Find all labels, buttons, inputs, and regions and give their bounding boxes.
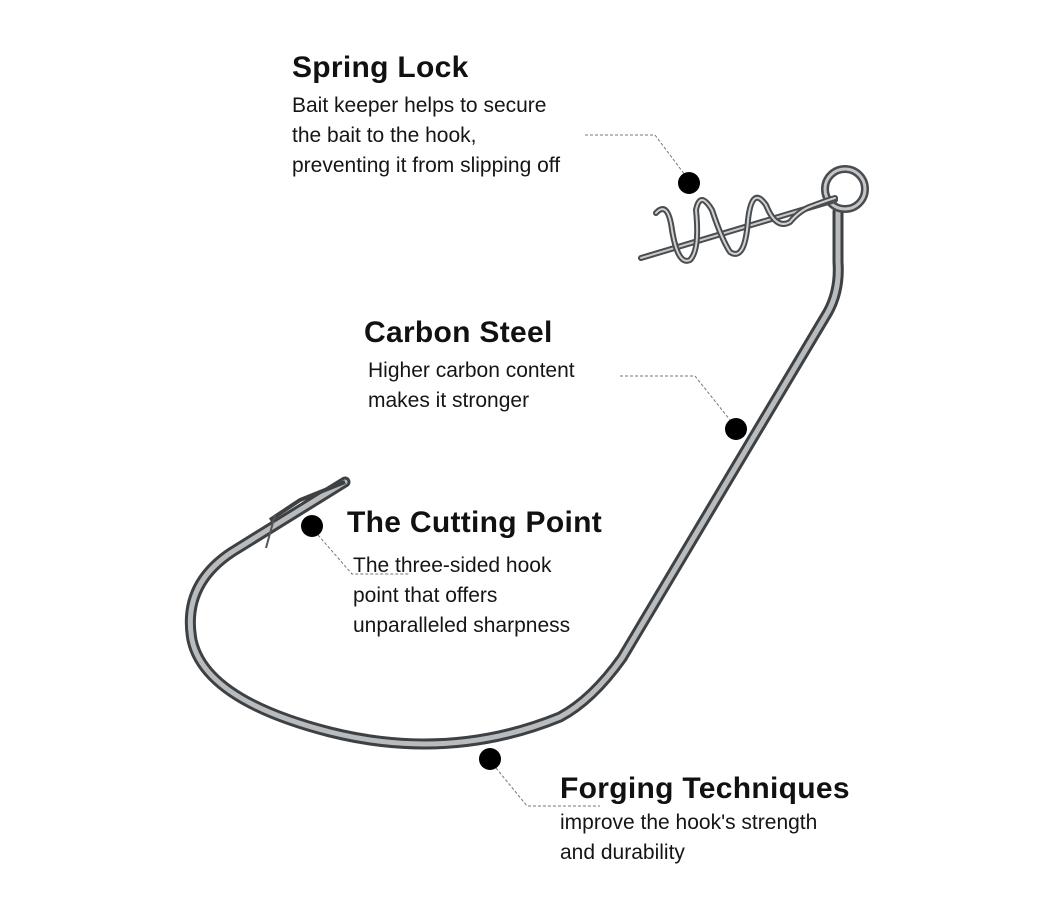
callout-forging-techniques: Forging Techniques improve the hook's st… [560,772,850,868]
callout-carbon-steel: Carbon Steel Higher carbon content makes… [364,316,575,416]
callout-title: The Cutting Point [347,506,603,539]
hook-body [184,165,869,750]
callout-spring-lock: Spring Lock Bait keeper helps to secure … [292,51,560,181]
description-line: Bait keeper helps to secure [292,94,547,117]
callout-description: improve the hook's strength and durabili… [560,808,850,868]
markers [301,172,747,770]
description-line: and durability [560,841,685,864]
description-line: preventing it from slipping off [292,154,561,177]
callout-title: Carbon Steel [364,316,553,349]
callout-description: The three-sided hook point that offers u… [353,551,602,641]
callout-title: Spring Lock [292,51,469,84]
description-line: unparalleled sharpness [353,614,571,637]
description-line: point that offers [353,584,498,607]
description-line: makes it stronger [368,389,530,412]
leader-lines [317,134,731,807]
marker-dot-carbon-steel [725,418,747,440]
description-line: The three-sided hook [353,554,552,577]
marker-dot-cutting-point [301,515,323,537]
callout-description: Bait keeper helps to secure the bait to … [292,91,560,181]
callout-title: Forging Techniques [560,772,850,805]
spring-lock-coil [638,194,838,264]
callout-description: Higher carbon content makes it stronger [368,356,575,416]
description-line: Higher carbon content [368,359,575,382]
description-line: the bait to the hook, [292,124,477,147]
marker-dot-forging [479,748,501,770]
callout-cutting-point: The Cutting Point The three-sided hook p… [347,506,602,641]
marker-dot-spring-lock [678,172,700,194]
description-line: improve the hook's strength [560,811,818,834]
